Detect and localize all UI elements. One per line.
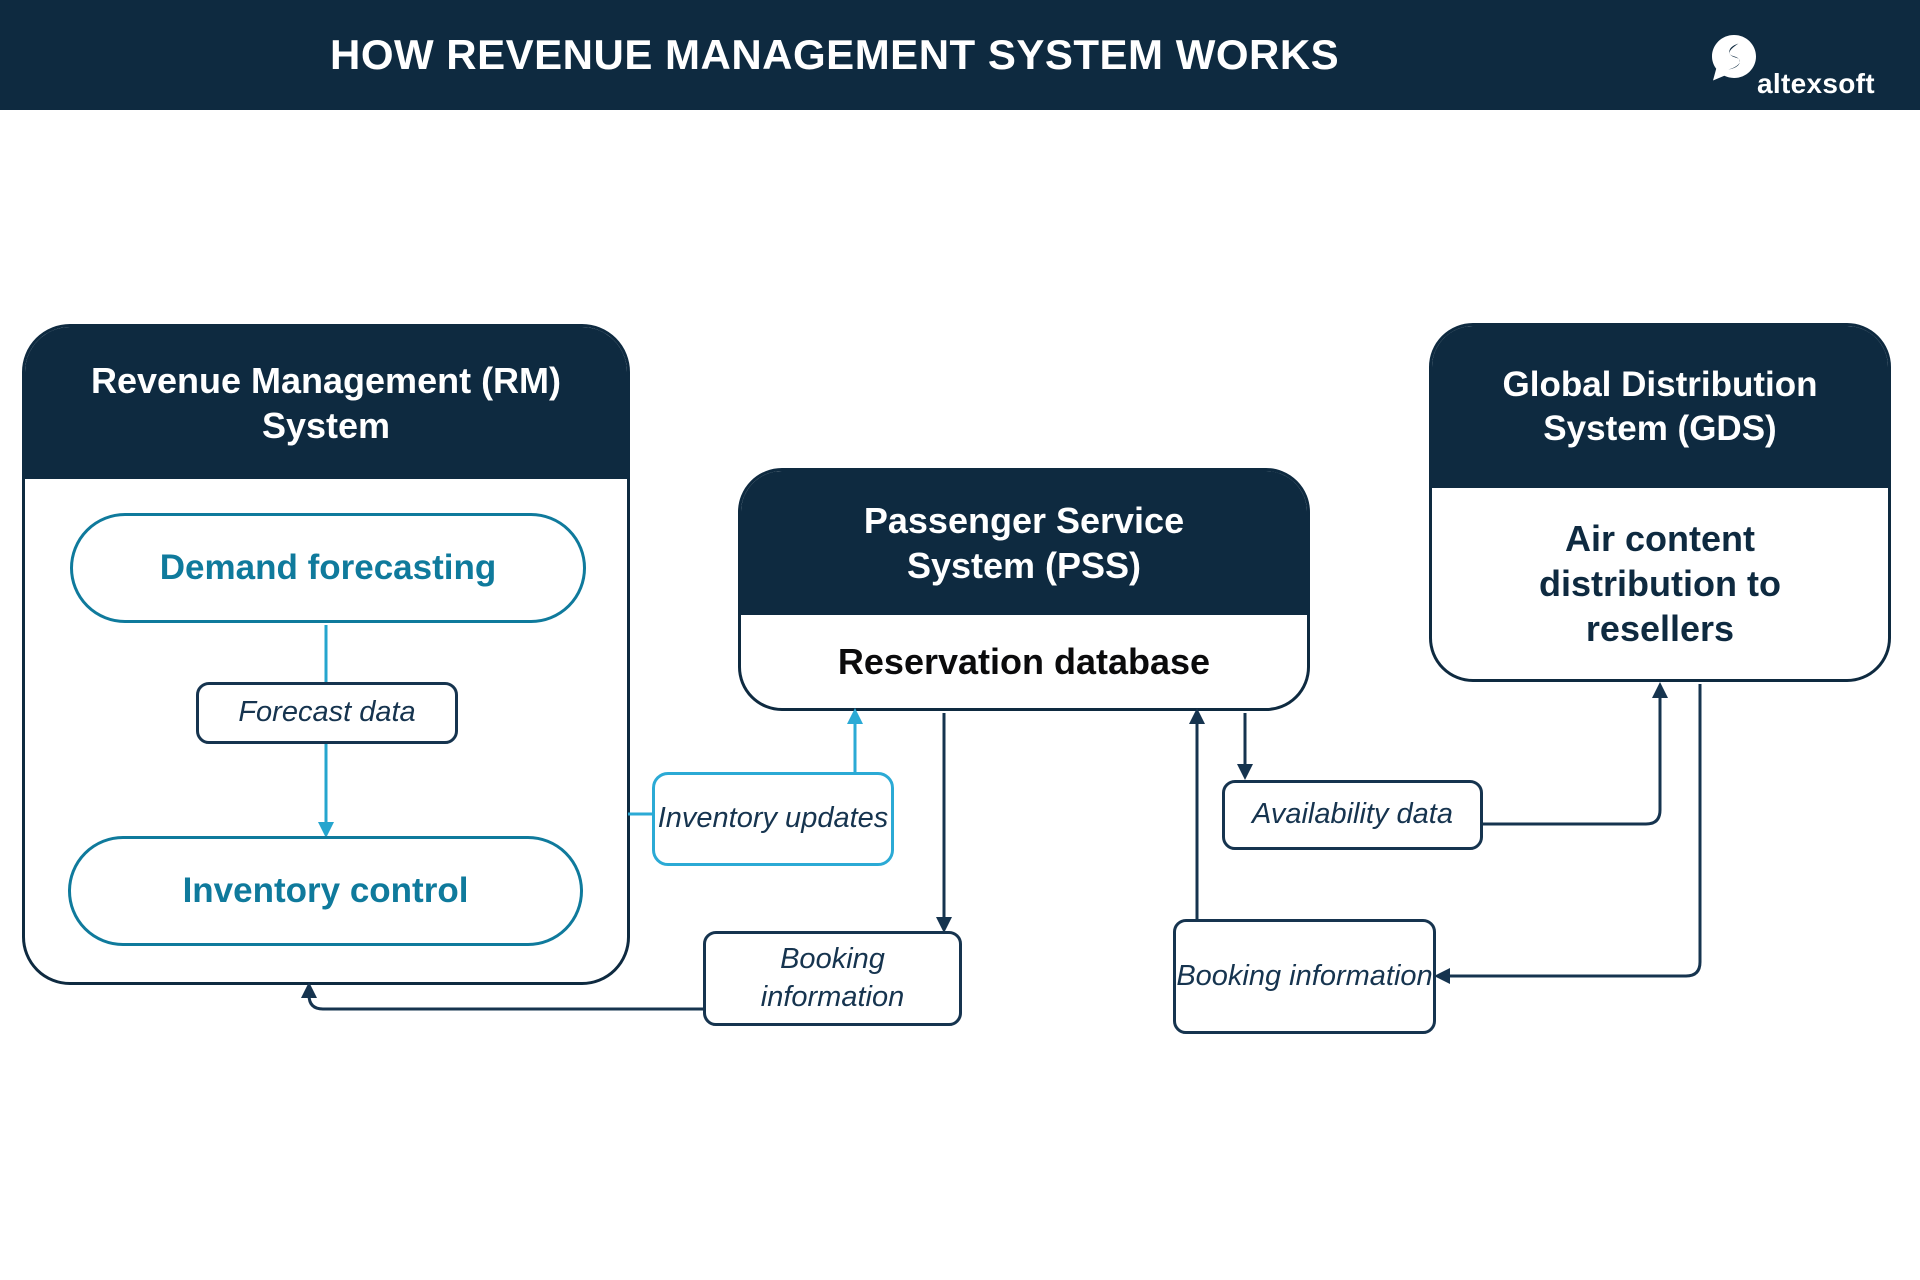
demand-forecasting-pill: Demand forecasting: [70, 513, 586, 623]
brand-name: altexsoft: [1757, 68, 1875, 99]
header-bar: HOW REVENUE MANAGEMENT SYSTEM WORKS alte…: [0, 0, 1920, 110]
page-title: HOW REVENUE MANAGEMENT SYSTEM WORKS: [330, 31, 1340, 78]
arrow-gds-to-booking-right: [1448, 684, 1702, 978]
availability-data-tag: Availability data: [1222, 780, 1483, 850]
gds-body-label: Air content distribution to resellers: [1539, 518, 1781, 649]
reservation-database-label: Reservation database: [837, 641, 1211, 682]
gds-title: Global Distribution System (GDS): [1432, 326, 1888, 488]
gds-box: Global Distribution System (GDS) Air con…: [1429, 323, 1891, 682]
arrowhead-gds-to-booking-right: [1434, 968, 1450, 984]
inventory-updates-tag: Inventory updates: [652, 772, 894, 866]
arrow-availability-to-gds: [1483, 696, 1662, 826]
inventory-control-pill: Inventory control: [68, 836, 583, 946]
pss-box: Passenger Service System (PSS) Reservati…: [738, 468, 1310, 711]
brand-logo: altexsoft: [1705, 30, 1885, 100]
booking-information-right-tag: Booking information: [1173, 919, 1436, 1034]
booking-information-left-tag: Booking information: [703, 931, 962, 1026]
arrow-booking-left-to-rm: [307, 994, 703, 1011]
arrowhead-availability-to-gds: [1652, 682, 1668, 698]
forecast-data-tag: Forecast data: [196, 682, 458, 744]
altexsoft-logo-icon: [1711, 34, 1757, 87]
arrowhead-pss-to-availability: [1237, 764, 1253, 780]
pss-title: Passenger Service System (PSS): [741, 471, 1307, 615]
rm-system-title: Revenue Management (RM) System: [25, 327, 627, 479]
